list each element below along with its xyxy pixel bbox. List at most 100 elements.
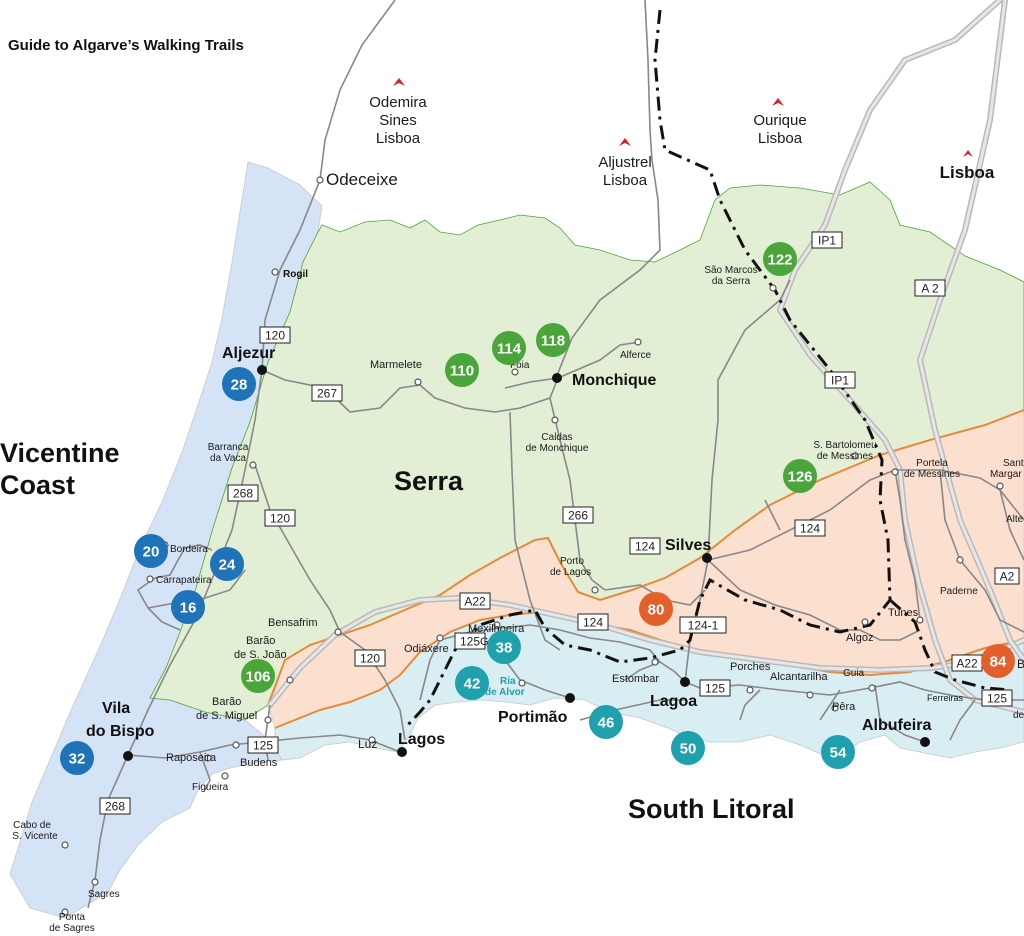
svg-text:da Vaca: da Vaca	[210, 453, 246, 464]
road-number-box	[99, 797, 131, 815]
svg-text:Aljezur: Aljezur	[222, 345, 275, 362]
svg-text:Cabo de: Cabo de	[13, 820, 51, 831]
svg-text:Lisboa: Lisboa	[603, 172, 648, 189]
trail-marker	[171, 590, 205, 624]
trail-marker	[492, 331, 526, 365]
road-number-box	[679, 616, 727, 634]
svg-text:Santa: Santa	[1003, 458, 1024, 469]
road-number-box	[824, 371, 856, 389]
trail-number: 42	[464, 676, 481, 693]
svg-text:Marmelete: Marmelete	[370, 359, 422, 371]
trail-marker	[639, 592, 673, 626]
trail-marker	[134, 534, 168, 568]
railway-east	[889, 598, 1011, 692]
svg-text:Luz: Luz	[358, 737, 377, 751]
svg-text:Ourique: Ourique	[753, 112, 806, 129]
trail-marker	[671, 731, 705, 765]
road-number-box	[259, 326, 291, 344]
svg-text:Lisboa: Lisboa	[940, 163, 995, 182]
road-number-box	[454, 632, 486, 650]
trail-marker	[783, 459, 817, 493]
svg-text:Sines: Sines	[379, 112, 417, 129]
trail-number: 80	[648, 602, 665, 619]
road-number-box	[459, 592, 491, 610]
svg-text:S. Bartolomeu: S. Bartolomeu	[813, 440, 876, 451]
svg-text:B: B	[1017, 657, 1024, 671]
highway-a2	[917, 0, 1024, 663]
svg-text:Rogil: Rogil	[283, 269, 308, 280]
road-number-box	[914, 279, 946, 297]
svg-text:Alferce: Alferce	[620, 350, 652, 361]
svg-text:de Sagres: de Sagres	[49, 923, 95, 934]
svg-text:Raposeira: Raposeira	[166, 752, 217, 764]
svg-text:Vila: Vila	[102, 700, 130, 717]
trail-number: 46	[598, 715, 615, 732]
svg-text:S. Vicente: S. Vicente	[12, 831, 58, 842]
north-arrow-icon	[619, 138, 631, 146]
svg-text:Lagos: Lagos	[398, 731, 445, 748]
map-title: Guide to Algarve’s Walking Trails	[8, 37, 244, 54]
svg-text:Bensafrim: Bensafrim	[268, 617, 318, 629]
trail-number: 16	[180, 600, 197, 617]
road-number-box	[794, 519, 826, 537]
boundary-serra-barrocal	[267, 409, 1024, 706]
svg-text:Odeceixe: Odeceixe	[326, 170, 398, 189]
svg-text:São Marcos: São Marcos	[704, 265, 757, 276]
road-number-label: 124	[583, 616, 603, 630]
svg-text:Porches: Porches	[730, 661, 771, 673]
trail-number: 114	[497, 341, 522, 358]
road-number-label: 120	[270, 512, 290, 526]
road-number-box	[577, 613, 609, 631]
road-number-label: A22	[464, 595, 486, 609]
road-number-label: 266	[568, 509, 588, 523]
trail-number: 54	[830, 745, 847, 762]
svg-text:Barão: Barão	[246, 635, 275, 647]
svg-text:Estombar: Estombar	[612, 673, 659, 685]
svg-text:Guia: Guia	[843, 668, 865, 679]
trail-number: 38	[496, 640, 513, 657]
road-number-box	[562, 506, 594, 524]
trail-marker	[445, 353, 479, 387]
svg-text:Alte: Alte	[1006, 514, 1024, 525]
trail-marker	[222, 367, 256, 401]
svg-text:de Messines: de Messines	[817, 451, 873, 462]
trail-number: 118	[541, 333, 565, 350]
svg-text:Caldas: Caldas	[541, 432, 572, 443]
trail-marker	[536, 323, 570, 357]
region-label-vicentine-2: Coast	[0, 470, 75, 500]
road-number-box	[247, 736, 279, 754]
svg-text:de S. Miguel: de S. Miguel	[196, 710, 257, 722]
road-number-label: 268	[233, 487, 253, 501]
svg-text:Portimão: Portimão	[498, 709, 568, 726]
svg-text:Margar: Margar	[990, 469, 1022, 480]
trail-number: 28	[231, 377, 248, 394]
place-label-ria: Ria	[500, 676, 516, 687]
trail-number: 24	[219, 557, 236, 574]
road-number-box	[227, 484, 259, 502]
svg-text:Pêra: Pêra	[832, 701, 856, 713]
svg-text:Algoz: Algoz	[846, 632, 874, 644]
svg-text:Lisboa: Lisboa	[758, 130, 803, 147]
svg-text:de Lagos: de Lagos	[550, 567, 591, 578]
svg-text:Sagres: Sagres	[88, 889, 120, 900]
svg-text:Porto: Porto	[560, 556, 584, 567]
trail-marker	[210, 547, 244, 581]
road-number-label: A 2	[921, 282, 939, 296]
svg-text:Monchique: Monchique	[572, 372, 657, 389]
road-number-label: 125	[705, 682, 725, 696]
trail-number: 126	[787, 469, 812, 486]
svg-text:Silves: Silves	[665, 537, 711, 554]
trail-number: 84	[990, 654, 1007, 671]
trail-number: 50	[680, 741, 697, 758]
svg-text:de Messines: de Messines	[904, 469, 960, 480]
svg-text:Alcantarilha: Alcantarilha	[770, 671, 828, 683]
road-number-label: A22	[956, 657, 978, 671]
place-label-ria: de Alvor	[485, 687, 525, 698]
svg-text:Portela: Portela	[916, 458, 948, 469]
svg-text:Odemira: Odemira	[369, 94, 427, 111]
village-dots	[61, 176, 1004, 916]
trail-number: 106	[245, 669, 270, 686]
trail-marker	[241, 659, 275, 693]
railway-line	[403, 9, 892, 730]
